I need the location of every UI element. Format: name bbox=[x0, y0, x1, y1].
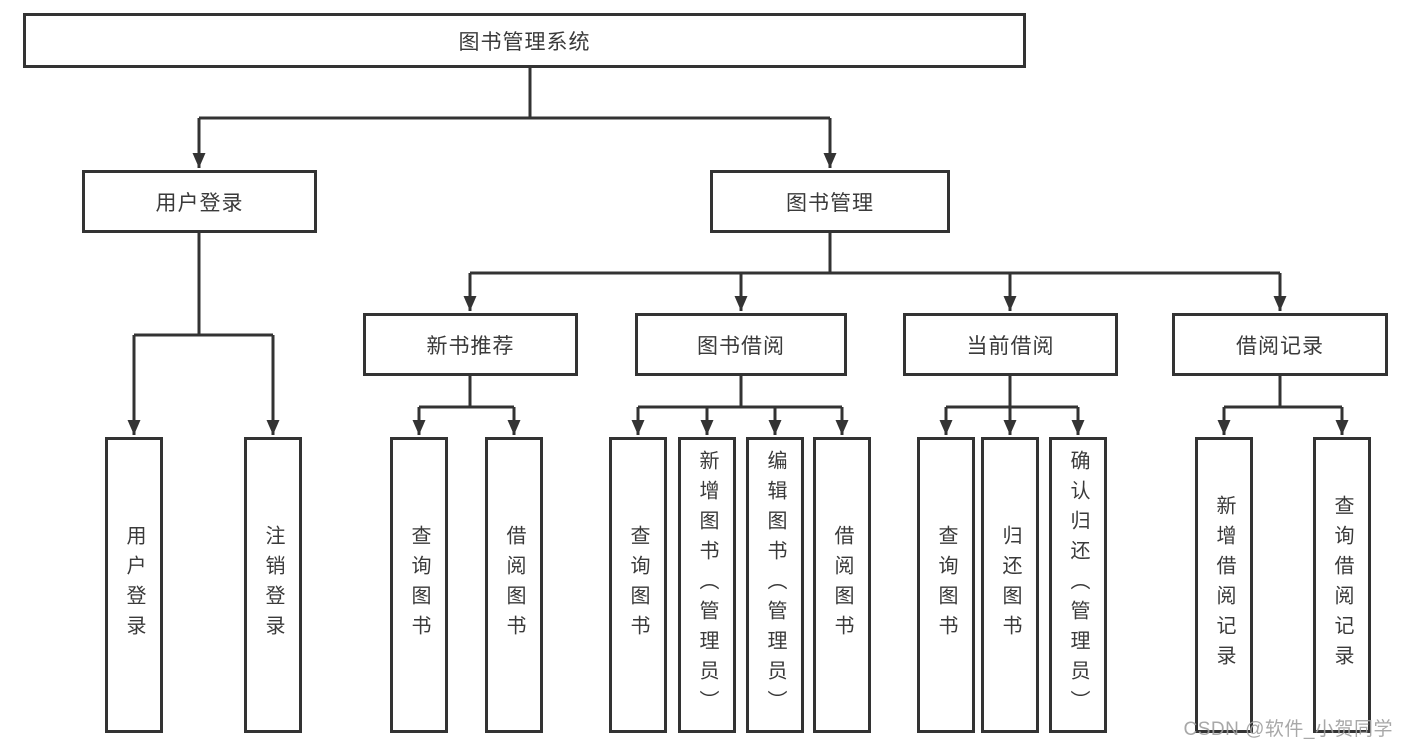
leaf-borrow-books-label: 借阅图书 bbox=[831, 525, 853, 645]
leaf-edit-books-admin-label: 编辑图书（管理员） bbox=[764, 450, 786, 720]
leaf-add-books-admin: 新增图书（管理员） bbox=[678, 437, 736, 733]
node-user-login: 用户登录 bbox=[82, 170, 317, 233]
node-current-borrow-label: 当前借阅 bbox=[966, 334, 1055, 358]
leaf-query-borrow-record-label: 查询借阅记录 bbox=[1331, 495, 1353, 675]
leaf-current-query-books-label: 查询图书 bbox=[935, 525, 957, 645]
leaf-recommend-query-books: 查询图书 bbox=[390, 437, 448, 733]
watermark: CSDN @软件_小贺同学 bbox=[1183, 719, 1393, 740]
node-root: 图书管理系统 bbox=[23, 13, 1026, 68]
leaf-borrow-query-books-label: 查询图书 bbox=[627, 525, 649, 645]
leaf-recommend-borrow-books-label: 借阅图书 bbox=[503, 525, 525, 645]
node-user-login-label: 用户登录 bbox=[155, 191, 244, 215]
node-book-management-label: 图书管理 bbox=[786, 191, 874, 215]
leaf-recommend-borrow-books: 借阅图书 bbox=[485, 437, 543, 733]
leaf-query-borrow-record: 查询借阅记录 bbox=[1313, 437, 1371, 733]
leaf-confirm-return-admin-label: 确认归还（管理员） bbox=[1067, 450, 1089, 720]
node-borrow-records-label: 借阅记录 bbox=[1236, 334, 1324, 358]
leaf-edit-books-admin: 编辑图书（管理员） bbox=[746, 437, 804, 733]
node-book-borrow-label: 图书借阅 bbox=[697, 334, 785, 358]
node-book-management: 图书管理 bbox=[710, 170, 950, 233]
leaf-add-books-admin-label: 新增图书（管理员） bbox=[696, 450, 718, 720]
leaf-user-login: 用户登录 bbox=[105, 437, 163, 733]
leaf-add-borrow-record-label: 新增借阅记录 bbox=[1213, 495, 1235, 675]
node-book-borrow: 图书借阅 bbox=[635, 313, 847, 376]
node-borrow-records: 借阅记录 bbox=[1172, 313, 1388, 376]
leaf-recommend-query-books-label: 查询图书 bbox=[408, 525, 430, 645]
leaf-return-books-label: 归还图书 bbox=[999, 525, 1021, 645]
leaf-return-books: 归还图书 bbox=[981, 437, 1039, 733]
node-root-label: 图书管理系统 bbox=[458, 30, 591, 54]
leaf-logout-label: 注销登录 bbox=[262, 525, 284, 645]
leaf-user-login-label: 用户登录 bbox=[123, 525, 145, 645]
leaf-borrow-books: 借阅图书 bbox=[813, 437, 871, 733]
node-current-borrow: 当前借阅 bbox=[903, 313, 1118, 376]
leaf-confirm-return-admin: 确认归还（管理员） bbox=[1049, 437, 1107, 733]
node-new-book-recommend: 新书推荐 bbox=[363, 313, 578, 376]
leaf-add-borrow-record: 新增借阅记录 bbox=[1195, 437, 1253, 733]
leaf-current-query-books: 查询图书 bbox=[917, 437, 975, 733]
node-new-book-recommend-label: 新书推荐 bbox=[426, 334, 515, 358]
leaf-borrow-query-books: 查询图书 bbox=[609, 437, 667, 733]
leaf-logout: 注销登录 bbox=[244, 437, 302, 733]
